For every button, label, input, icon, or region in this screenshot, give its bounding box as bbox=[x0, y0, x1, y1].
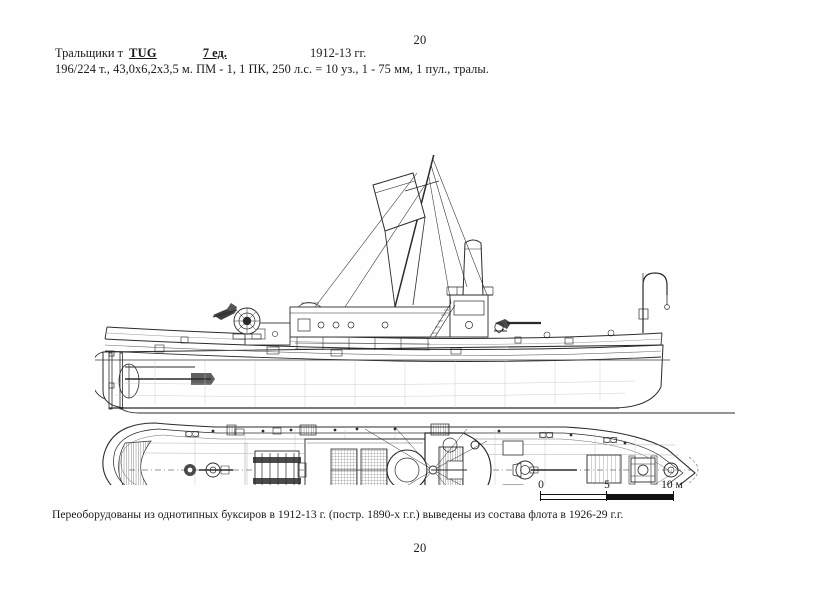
scale-tick-left bbox=[540, 491, 541, 501]
porthole bbox=[347, 321, 355, 329]
scale-bar-labels: 0 5 10 м bbox=[538, 479, 698, 492]
ship-unit-count: 7 ед. bbox=[202, 46, 227, 60]
cargo-hatch bbox=[586, 454, 622, 484]
machinery-casing bbox=[253, 450, 307, 485]
scale-bar-track bbox=[540, 494, 674, 500]
scale-segment-5-10 bbox=[607, 495, 673, 499]
deckhouse-plan bbox=[253, 438, 426, 485]
deck-gun-plan bbox=[512, 460, 577, 480]
side-elevation-view bbox=[95, 155, 735, 414]
bow-davit bbox=[638, 272, 670, 333]
ship-name: TUG bbox=[129, 46, 157, 60]
deck-railing bbox=[294, 336, 431, 351]
skylight-plan bbox=[330, 448, 388, 485]
funnel-plan bbox=[386, 449, 428, 485]
stern-planking bbox=[118, 440, 152, 485]
page-number-top: 20 bbox=[413, 33, 427, 47]
deckhouse-window bbox=[297, 318, 311, 332]
hull-construction-lines bbox=[114, 361, 636, 408]
aft-anchor-gear bbox=[212, 303, 238, 320]
ship-class-label: Тральщики т bbox=[55, 46, 124, 60]
windlass-plan bbox=[628, 455, 658, 485]
deck-fastener-dots bbox=[211, 427, 627, 445]
deck-fittings-profile bbox=[154, 329, 615, 357]
deckhouse bbox=[289, 306, 451, 338]
forward-deck-equipment bbox=[502, 440, 699, 485]
funnel bbox=[462, 239, 484, 296]
page-number-bottom: 20 bbox=[413, 541, 427, 555]
stern-counter bbox=[95, 351, 106, 400]
towing-winch bbox=[232, 307, 262, 340]
porthole bbox=[332, 321, 340, 329]
ship-title-row: Тральщики т TUG 7 ед. 1912-13 гг. bbox=[55, 46, 795, 61]
aft-deck-equipment bbox=[184, 442, 248, 485]
bridge-plan bbox=[364, 426, 492, 485]
deck-hatch bbox=[502, 440, 524, 456]
scale-label-0: 0 bbox=[538, 479, 544, 491]
figure-caption: Переоборудованы из однотипных буксиров в… bbox=[52, 508, 624, 521]
skylight bbox=[297, 302, 322, 308]
capstan-plan bbox=[663, 462, 679, 478]
mast bbox=[394, 155, 435, 308]
scale-tick-mid bbox=[606, 491, 607, 501]
porthole bbox=[317, 321, 325, 329]
scale-segment-0-5 bbox=[541, 495, 607, 499]
porthole bbox=[381, 321, 389, 329]
ship-years: 1912-13 гг. bbox=[310, 46, 367, 60]
aft-winch-plan bbox=[199, 462, 233, 478]
scale-tick-right bbox=[673, 491, 674, 501]
deck-gun bbox=[494, 319, 541, 334]
ship-specifications: 196/224 т., 43,0х6,2х3,5 м. ПМ - 1, 1 ПК… bbox=[55, 62, 489, 76]
scale-label-10: 10 м bbox=[661, 479, 683, 491]
winch-plan bbox=[431, 446, 467, 485]
deck-plan-view bbox=[102, 422, 699, 485]
ship-drawing-svg bbox=[95, 155, 735, 485]
ship-technical-drawing bbox=[95, 155, 735, 485]
grating-blocks bbox=[226, 423, 450, 436]
mast-and-rigging bbox=[314, 155, 488, 308]
scale-bar: 0 5 10 м bbox=[538, 479, 698, 501]
deck-small-hatches bbox=[234, 427, 282, 436]
scale-label-5: 5 bbox=[604, 479, 610, 491]
rudder-and-propeller bbox=[108, 350, 215, 410]
superstructure bbox=[244, 286, 494, 351]
